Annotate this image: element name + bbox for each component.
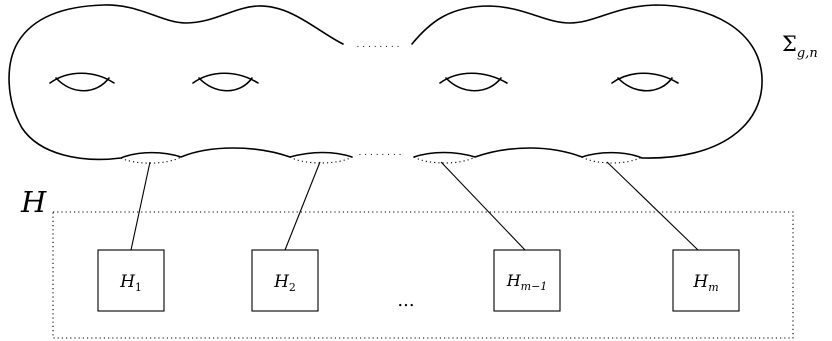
- bottom-gap-dots: . . . . . . . .: [359, 148, 402, 158]
- box-h-m: Hm: [672, 249, 740, 312]
- surface-outline-left: [8, 4, 353, 161]
- boundary-disc-4: [581, 156, 643, 164]
- connector-line-3: [440, 161, 526, 251]
- top-gap-dots: . . . . . . . .: [357, 40, 400, 50]
- boundary-disc-1: [120, 156, 182, 164]
- genus-hole-1: [49, 72, 115, 92]
- box-h-m-minus-1: Hm−1: [493, 249, 561, 312]
- connector-line-2: [284, 161, 321, 251]
- box-h-m-label: Hm: [692, 272, 718, 294]
- boundary-disc-2: [289, 156, 353, 164]
- box-h2: H2: [251, 249, 319, 312]
- genus-hole-3: [439, 72, 508, 92]
- box-h-m-minus-1-label: Hm−1: [506, 271, 548, 293]
- genus-hole-2: [192, 72, 259, 92]
- connector-line-4: [606, 161, 699, 251]
- handlebody-dotted-box: [52, 211, 794, 339]
- box-h2-label: H2: [273, 272, 296, 294]
- boxes-ellipsis: ...: [397, 290, 414, 311]
- surface-outline-right: [411, 4, 763, 159]
- genus-hole-4: [611, 72, 679, 92]
- box-h1-label: H1: [119, 272, 142, 294]
- connector-line-1: [130, 161, 151, 251]
- handlebody-label: H: [20, 185, 47, 219]
- box-h1: H1: [97, 249, 165, 312]
- boundary-disc-3: [413, 156, 476, 164]
- surface-label: Σg,n: [782, 32, 818, 61]
